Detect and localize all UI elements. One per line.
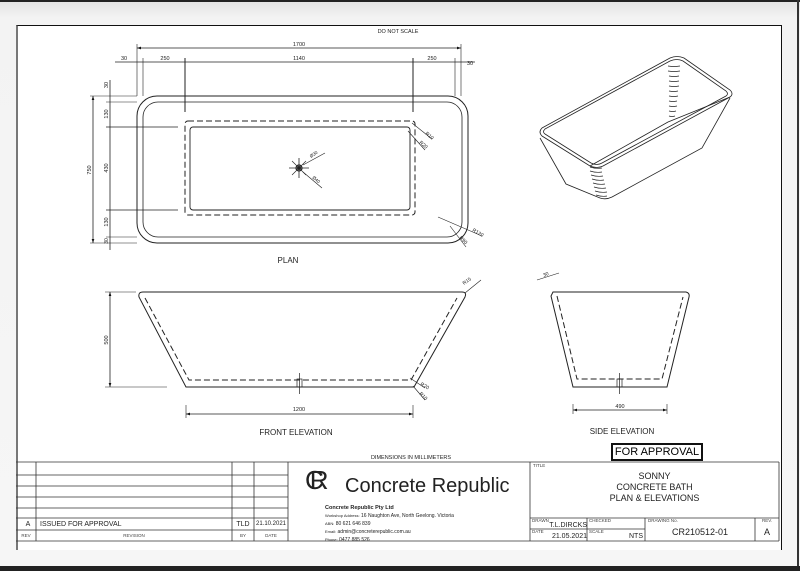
by-cell: TLD <box>236 521 250 528</box>
svg-text:R15: R15 <box>462 276 473 286</box>
svg-text:490: 490 <box>615 404 624 410</box>
svg-text:30: 30 <box>467 61 473 67</box>
title-block-grid <box>16 461 780 542</box>
isometric-view <box>539 56 733 200</box>
svg-text:250: 250 <box>160 56 169 62</box>
drawing-title: SONNY CONCRETE BATH PLAN & ELEVATIONS <box>609 471 700 503</box>
svg-text:500: 500 <box>104 335 110 344</box>
company-name: Concrete Republic Pty Ltd <box>325 505 394 511</box>
plan-dimension-labels: 1700 30 250 1140 250 30 750 30 130 430 1… <box>87 42 485 246</box>
units-note: DIMENSIONS IN MILLIMETERS <box>371 455 451 461</box>
svg-text:30: 30 <box>104 238 110 244</box>
drawing-number: CR210512-01 <box>671 527 729 537</box>
company-details: Concrete Republic Pty Ltd Workshop Addre… <box>325 505 454 543</box>
drawing-scale: NTS <box>629 533 643 540</box>
svg-text:1140: 1140 <box>293 56 305 62</box>
window-right-edge <box>797 0 799 566</box>
svg-text:R20: R20 <box>419 382 430 392</box>
svg-text:130: 130 <box>104 217 110 226</box>
company-email: admin@concreterepublic.com.au <box>337 529 411 535</box>
logo-text: Concrete Republic <box>345 475 510 497</box>
do-not-scale-note: DO NOT SCALE <box>378 29 419 35</box>
svg-text:R10: R10 <box>424 131 435 142</box>
svg-text:130: 130 <box>104 109 110 118</box>
drawn-by: T.L.DIRCKS <box>549 522 587 529</box>
plan-label: PLAN <box>278 256 299 265</box>
svg-text:30: 30 <box>542 271 550 279</box>
svg-text:Ø40: Ø40 <box>311 175 321 185</box>
window-top-edge <box>0 0 800 2</box>
svg-text:R20: R20 <box>418 140 429 151</box>
svg-text:R10: R10 <box>418 391 429 402</box>
logo-mark-icon: CR <box>305 465 328 495</box>
status-stamp: FOR APPROVAL <box>611 443 703 461</box>
drawing-rev: A <box>763 527 770 537</box>
revision-cell: ISSUED FOR APPROVAL <box>40 521 122 528</box>
side-elevation-labels: 30 490 <box>542 271 624 410</box>
side-elevation-view <box>536 272 690 414</box>
svg-text:R90: R90 <box>458 235 469 246</box>
svg-text:1700: 1700 <box>293 42 305 48</box>
svg-text:430: 430 <box>104 163 110 172</box>
company-phone: 0477 885 526 <box>339 537 370 543</box>
rev-cell: A <box>25 521 31 528</box>
title-label: TITLE <box>533 463 546 468</box>
revision-headers: REV REVISION BY DATE <box>21 533 277 538</box>
svg-text:250: 250 <box>427 56 436 62</box>
svg-text:30: 30 <box>104 82 110 88</box>
svg-text:R120: R120 <box>471 228 485 239</box>
svg-text:750: 750 <box>87 165 93 174</box>
revision-row-a: A ISSUED FOR APPROVAL TLD 21.10.2021 <box>16 519 800 530</box>
date-cell: 21.10.2021 <box>255 521 287 527</box>
svg-text:30: 30 <box>121 56 127 62</box>
drawing-date: 21.05.2021 <box>551 533 587 540</box>
company-address: 16 Naughton Ave, North Geelong. Victoria <box>361 513 454 519</box>
company-logo: CR Concrete Republic <box>305 463 525 503</box>
company-abn: 80 621 646 839 <box>335 521 371 527</box>
svg-text:Ø30: Ø30 <box>309 150 319 159</box>
side-elevation-label: SIDE ELEVATION <box>590 427 655 436</box>
front-elevation-label: FRONT ELEVATION <box>259 428 333 437</box>
front-elevation-view <box>105 279 482 418</box>
svg-text:1200: 1200 <box>293 407 305 413</box>
front-elevation-labels: 500 1200 R15 R20 R10 <box>104 276 473 413</box>
plan-view <box>90 44 483 250</box>
window-bottom-edge <box>0 566 800 571</box>
